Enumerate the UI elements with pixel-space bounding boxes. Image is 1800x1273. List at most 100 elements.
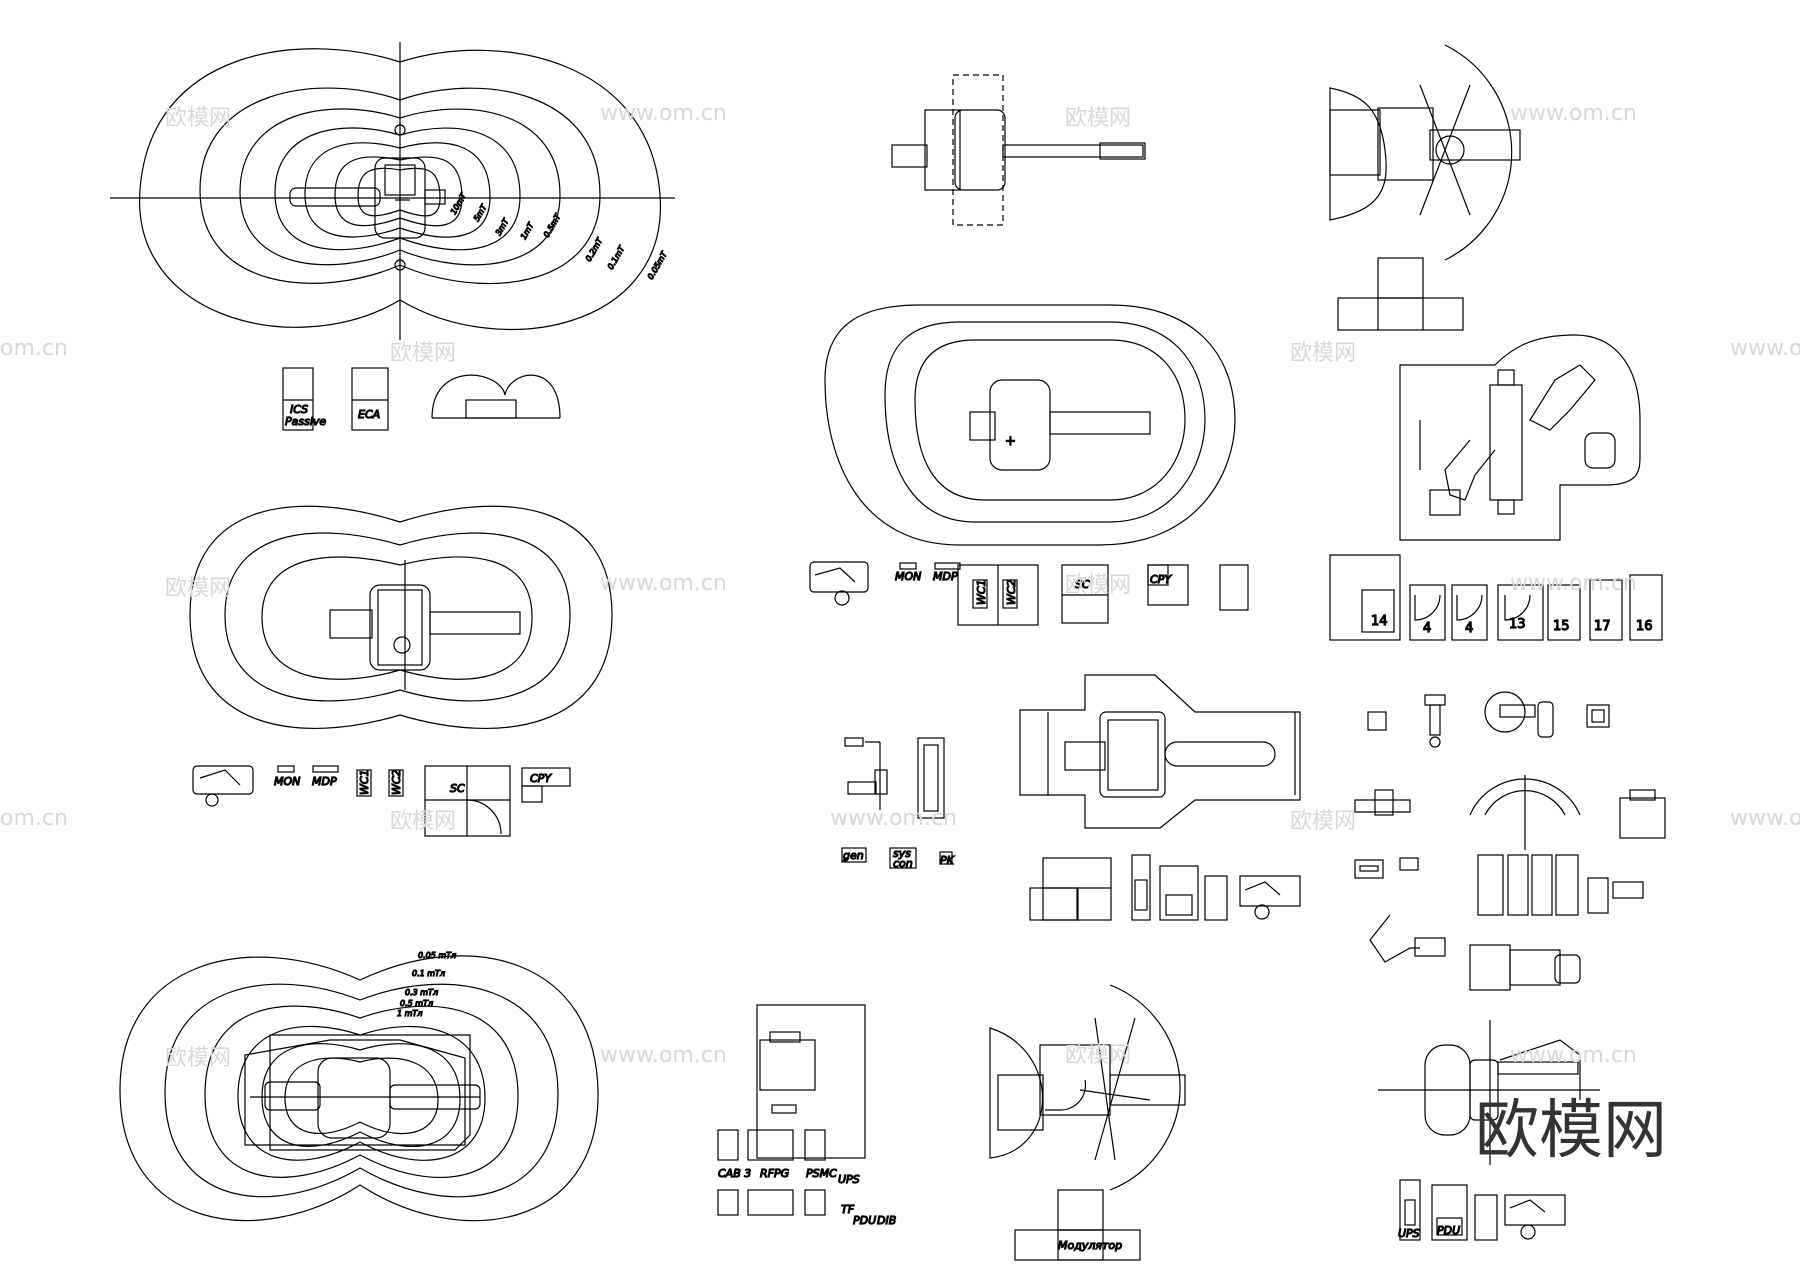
small-equipment-right <box>1354 691 1666 991</box>
isoline-label: 0.5mT <box>542 212 563 239</box>
watermark-site: www.om.cn <box>1510 1043 1637 1068</box>
gen-cabinet <box>841 847 867 863</box>
dome-equipment <box>431 374 561 419</box>
mri-side-view-top <box>891 74 1146 226</box>
mri-fringe-field-plan-middle <box>189 505 613 729</box>
watermark-site: www.om.cn <box>600 101 727 126</box>
wc2-label: WC2 <box>390 769 403 795</box>
mdp-cabinet <box>312 765 339 773</box>
mon-cabinet <box>277 765 295 773</box>
watermark-brand: 欧模网 <box>1290 341 1356 366</box>
wc1-label-center: WC1 <box>975 579 988 605</box>
watermark-brand: 欧模网 <box>165 1046 231 1071</box>
room-number: 4 <box>1465 621 1473 636</box>
room-number: 4 <box>1423 621 1431 636</box>
mri-fringe-field-plan-bottom <box>119 955 599 1222</box>
power-room-plan <box>717 1004 866 1216</box>
cabinets-center-lower <box>1029 854 1301 921</box>
eca-cabinet <box>351 367 389 431</box>
isoline-label: 0.1 mTл <box>412 969 445 978</box>
isoline-label: 0.5 mTл <box>400 999 433 1008</box>
isoline-labels-bottom: 0.05 mTл 0.1 mTл 0.3 mTл 0.5 mTл 1 mTл <box>396 950 456 1018</box>
isoline-label: 0.3 mTл <box>405 988 438 997</box>
room-number: 15 <box>1553 619 1570 634</box>
room-number: 17 <box>1594 619 1611 634</box>
watermark-site: www.om.cn <box>1730 336 1800 361</box>
ups-label-b: UPS <box>1398 1227 1420 1240</box>
ups-label: UPS <box>838 1173 860 1186</box>
passive-label: Passive <box>285 415 326 428</box>
sys-con-cabinet <box>889 847 917 869</box>
wc2-cabinet <box>388 769 404 797</box>
mon-cabinet-center <box>899 562 917 570</box>
isoline-label: 0.05mT <box>646 249 670 281</box>
watermark-brand-large: 欧模网 <box>1475 1094 1667 1168</box>
sc-cabinet-center <box>1061 564 1109 624</box>
watermark-site: www.om.cn <box>1510 101 1637 126</box>
pdu-label: PDU <box>853 1214 876 1227</box>
psmc-label: PSMC <box>806 1167 837 1180</box>
angio-room-center <box>1019 674 1301 829</box>
isoline-label: 1mT <box>519 220 536 241</box>
cpy-cabinet-center <box>1147 564 1189 606</box>
isoline-label: 3mT <box>494 216 511 237</box>
mri-fringe-field-plan-top <box>110 42 675 340</box>
small-cabinet <box>1219 564 1249 611</box>
wc1-cabinet <box>356 769 372 797</box>
sc-label-center: SC <box>1075 578 1090 591</box>
angio-room-top <box>1329 44 1521 331</box>
cpy-label-center: CPY <box>1150 573 1172 586</box>
pk-label: PK <box>940 854 955 867</box>
cpy-cabinet <box>521 767 571 803</box>
rfpg-label: RFPG <box>760 1167 789 1180</box>
watermark-brand: 欧模网 <box>1065 573 1131 598</box>
isoline-label: 1 mTл <box>397 1009 422 1018</box>
mon-label-center: MON <box>895 570 921 583</box>
room-number: 14 <box>1371 614 1388 629</box>
watermark-brand: 欧模网 <box>165 576 231 601</box>
mdp-label: MDP <box>312 775 337 788</box>
watermark-site: www.om.cn <box>1510 571 1637 596</box>
watermark-site: www.om.cn <box>600 571 727 596</box>
mon-label: MON <box>274 775 300 788</box>
watermark-brand: 欧模网 <box>1290 809 1356 834</box>
watermark-brand: 欧模网 <box>1065 1043 1131 1068</box>
isoline-label: 0.1mT <box>606 244 627 271</box>
generator-equipment <box>844 737 945 819</box>
gen-label: gen <box>843 849 864 862</box>
dib-label: DIB <box>877 1214 896 1227</box>
watermark-brand: 欧模网 <box>390 809 456 834</box>
tf-label: TF <box>841 1203 855 1216</box>
watermark-partial: om.cn <box>0 336 68 361</box>
pdu-label-b: PDU <box>1437 1224 1460 1237</box>
mdp-label-center: MDP <box>933 570 958 583</box>
ics-passive-cabinet <box>282 367 314 431</box>
center-plus-sign: + <box>1005 434 1016 449</box>
wc1-label: WC1 <box>358 769 371 795</box>
sc-cabinet <box>424 765 511 837</box>
watermark-brand: 欧模网 <box>1065 106 1131 131</box>
numbered-cabinets <box>1329 554 1663 641</box>
watermarks: 欧模网 www.om.cn 欧模网 www.om.cn om.cn 欧模网 欧模… <box>0 101 1800 1168</box>
sc-label: SC <box>450 782 465 795</box>
cpy-label: CPY <box>530 772 552 785</box>
wc-cabinets-center <box>957 564 1039 626</box>
room-number: 16 <box>1636 619 1653 634</box>
wc2-label-center: WC2 <box>1005 579 1018 605</box>
watermark-site: www.om.cn <box>1730 806 1800 831</box>
patient-table-icon <box>192 765 254 807</box>
watermark-site: www.om.cn <box>830 806 957 831</box>
isoline-label: 0.2mT <box>584 236 605 263</box>
ics-label: ICS <box>290 403 308 416</box>
con-label: con <box>893 857 913 870</box>
isoline-label: 10mT <box>449 191 469 216</box>
isoline-label: 0.05 mTл <box>418 951 456 960</box>
watermark-partial: om.cn <box>0 806 68 831</box>
watermark-brand: 欧模网 <box>390 341 456 366</box>
ups-pdu-cabinets <box>1399 1179 1566 1241</box>
robotic-room-plan <box>1399 334 1641 541</box>
mdp-cabinet-center <box>934 562 961 570</box>
patient-table-icon-center <box>809 561 869 606</box>
room-number: 13 <box>1509 617 1526 632</box>
